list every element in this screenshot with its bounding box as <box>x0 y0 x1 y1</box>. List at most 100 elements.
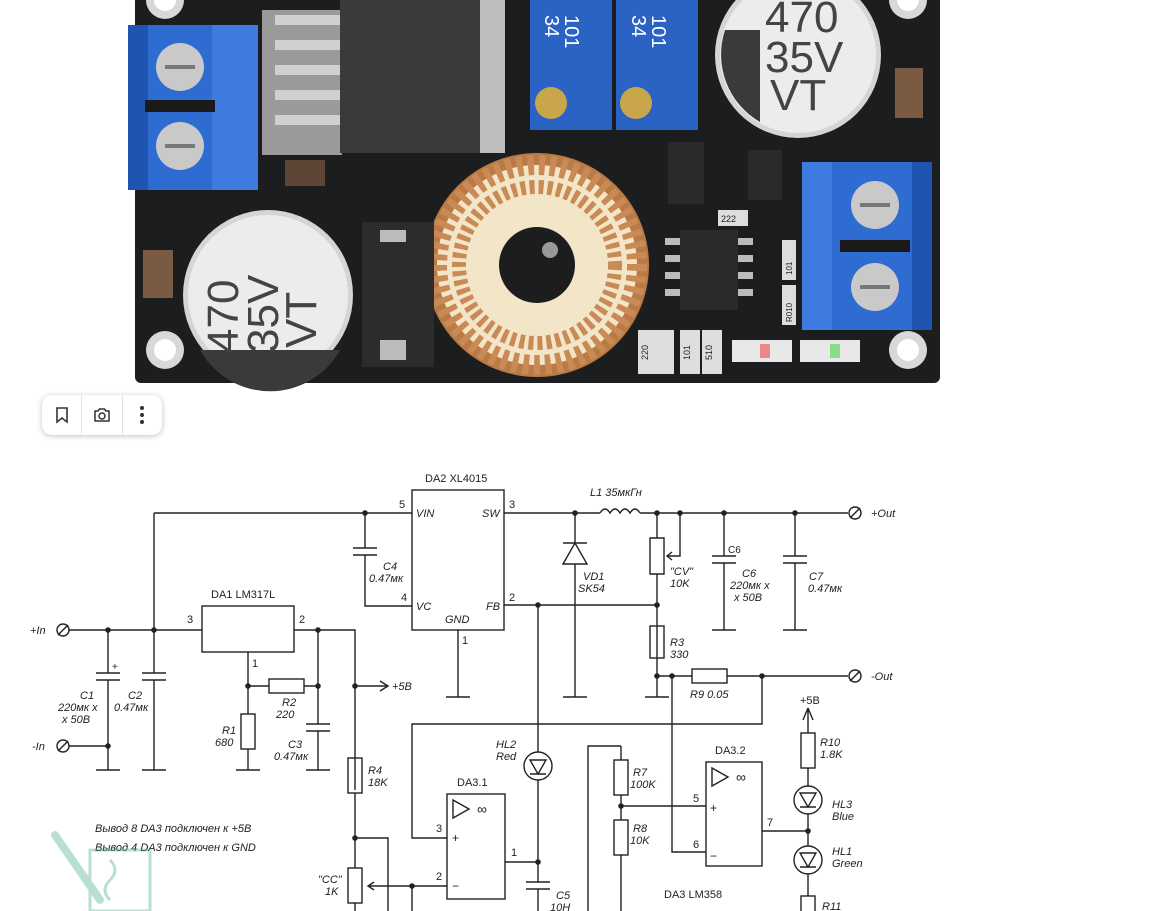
svg-text:∞: ∞ <box>477 801 487 817</box>
svg-text:+5В: +5В <box>392 681 412 693</box>
circuit-schematic: DA2 XL4015 VIN SW VC FB GND 5 3 4 2 1 C4… <box>30 473 896 911</box>
led-hl1-green: HL1 Green <box>793 845 863 875</box>
svg-text:35V: 35V <box>239 274 288 353</box>
svg-text:−: − <box>452 879 459 893</box>
svg-text:DA2 XL4015: DA2 XL4015 <box>425 473 487 485</box>
svg-text:101: 101 <box>560 15 582 48</box>
inductor-l1: L1 35мкГн <box>590 487 642 515</box>
capacitor-c4: C4 0.47мк <box>353 513 412 607</box>
svg-text:18K: 18K <box>368 777 388 789</box>
svg-text:+: + <box>710 801 717 815</box>
resistor-r3: R3 330 <box>649 625 689 661</box>
svg-text:R010: R010 <box>785 302 794 322</box>
da1-lm317l: DA1 LM317L 3 2 1 <box>187 589 305 670</box>
svg-text:SK54: SK54 <box>578 583 605 595</box>
svg-text:SW: SW <box>482 508 501 520</box>
svg-text:VD1: VD1 <box>583 571 604 583</box>
svg-text:220: 220 <box>640 345 650 360</box>
svg-text:34: 34 <box>627 15 649 37</box>
svg-text:220: 220 <box>275 709 295 721</box>
svg-text:R3: R3 <box>670 637 685 649</box>
camera-lens-icon <box>94 408 110 422</box>
svg-text:101: 101 <box>682 345 692 360</box>
svg-text:∞: ∞ <box>736 769 746 785</box>
watermark-logo <box>51 831 152 911</box>
capacitor-c7: C7 0.47мк <box>783 510 843 631</box>
lm358-chip <box>665 230 753 310</box>
svg-text:101: 101 <box>647 15 669 48</box>
svg-text:FB: FB <box>486 601 500 613</box>
da3-2-opamp: DA3.2 ∞ + − 5 6 7 <box>693 745 773 867</box>
svg-text:330: 330 <box>670 649 689 661</box>
svg-text:Red: Red <box>496 751 517 763</box>
terminal-in-plus: +In <box>30 625 46 637</box>
svg-text:4: 4 <box>401 592 407 604</box>
resistor-r8: R8 10K <box>613 819 650 856</box>
image-action-toolbar <box>42 395 162 435</box>
svg-text:101: 101 <box>785 261 794 275</box>
svg-text:C2: C2 <box>128 690 142 702</box>
svg-text:3: 3 <box>509 499 515 511</box>
svg-text:10Н: 10Н <box>550 902 570 911</box>
toolbar-divider <box>81 395 83 435</box>
svg-text:GND: GND <box>445 614 470 626</box>
note-pin8: Вывод 8 DA3 подключен к +5В <box>95 823 251 835</box>
svg-text:х 50В: х 50В <box>733 592 762 604</box>
capacitor-c6: C6 C6 220мк х х 50В <box>712 510 770 631</box>
svg-text:1.8K: 1.8K <box>820 749 843 761</box>
resistor-r2: R2 220 <box>248 678 318 721</box>
svg-text:10K: 10K <box>630 835 650 847</box>
svg-text:C6: C6 <box>728 545 741 556</box>
svg-text:0.47мк: 0.47мк <box>369 573 404 585</box>
svg-text:5: 5 <box>399 499 405 511</box>
module-photo: 34 101 34 101 470 35V VT 470 35V VT <box>0 0 1152 395</box>
lens-search-button[interactable] <box>82 395 121 435</box>
svg-text:−: − <box>710 849 717 863</box>
svg-text:HL3: HL3 <box>832 799 853 811</box>
svg-text:6: 6 <box>693 839 699 851</box>
potentiometer-cc: "CC" 1K <box>318 867 415 911</box>
da3-1-opamp: DA3.1 ∞ + − 3 2 1 <box>436 777 517 900</box>
more-options-button[interactable] <box>123 395 162 435</box>
svg-text:VT: VT <box>277 292 326 348</box>
svg-text:DA3.2: DA3.2 <box>715 745 746 757</box>
svg-text:R8: R8 <box>633 823 648 835</box>
resistor-r10: R10 1.8K <box>800 732 843 769</box>
svg-text:100K: 100K <box>630 779 656 791</box>
led-hl3-blue: HL3 Blue <box>793 785 854 823</box>
svg-text:HL1: HL1 <box>832 846 852 858</box>
bookmark-button[interactable] <box>42 395 81 435</box>
note-pin4: Вывод 4 DA3 подключен к GND <box>95 842 256 854</box>
svg-text:"CC": "CC" <box>318 874 343 886</box>
svg-text:680: 680 <box>215 737 234 749</box>
terminal-in-minus: -In <box>32 741 45 753</box>
svg-text:Blue: Blue <box>832 811 854 823</box>
svg-text:C6: C6 <box>742 568 757 580</box>
svg-text:R11: R11 <box>822 901 841 911</box>
svg-text:C5: C5 <box>556 890 571 902</box>
svg-text:х 50В: х 50В <box>61 714 90 726</box>
bookmark-icon <box>55 407 68 424</box>
svg-text:1: 1 <box>462 635 468 647</box>
svg-text:HL2: HL2 <box>496 739 516 751</box>
resistor-r4: R4 18K <box>347 757 388 794</box>
toroid-inductor <box>425 153 649 377</box>
potentiometer-cv: 34 101 <box>530 0 612 130</box>
svg-text:Green: Green <box>832 858 863 870</box>
svg-text:1K: 1K <box>325 886 339 898</box>
svg-text:470: 470 <box>765 0 838 42</box>
svg-text:10K: 10K <box>670 578 690 590</box>
svg-text:C3: C3 <box>288 739 303 751</box>
terminal-block-right <box>802 162 932 330</box>
svg-text:2: 2 <box>509 592 515 604</box>
capacitor-left: 470 35V VT <box>183 210 353 392</box>
svg-text:+5В: +5В <box>800 695 820 707</box>
svg-text:C7: C7 <box>809 571 824 583</box>
svg-text:L1 35мкГн: L1 35мкГн <box>590 487 642 499</box>
svg-text:220мк х: 220мк х <box>729 580 770 592</box>
svg-text:C1: C1 <box>80 690 94 702</box>
svg-text:C4: C4 <box>383 561 397 573</box>
svg-text:+: + <box>452 831 459 845</box>
svg-text:35V: 35V <box>765 33 844 82</box>
svg-text:222: 222 <box>721 214 736 224</box>
